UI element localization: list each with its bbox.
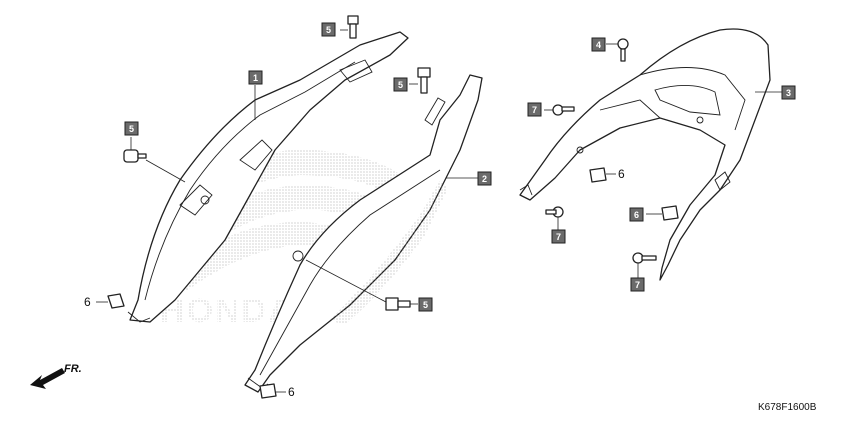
callout-7-middle: 7 xyxy=(551,229,566,244)
screw-7-top xyxy=(552,104,575,116)
callout-5-top: 5 xyxy=(321,22,336,37)
honda-logo-text: HONDA xyxy=(160,292,295,330)
callout-5-left: 5 xyxy=(124,121,139,136)
part-2-right-side-cover xyxy=(244,74,483,393)
bolt-5-lower xyxy=(385,297,411,311)
grommet-5-left xyxy=(123,149,147,163)
callout-2: 2 xyxy=(477,171,492,186)
callout-5-lower: 5 xyxy=(418,297,433,312)
callout-3: 3 xyxy=(781,85,796,100)
svg-text:5: 5 xyxy=(326,25,331,35)
front-direction-indicator: FR. xyxy=(30,363,82,389)
svg-text:7: 7 xyxy=(532,105,537,115)
callout-6-left: 6 xyxy=(84,295,91,309)
svg-text:3: 3 xyxy=(786,88,791,98)
screw-7-middle xyxy=(545,206,564,218)
front-arrow-icon xyxy=(30,368,65,389)
svg-text:1: 1 xyxy=(253,73,258,83)
callout-1: 1 xyxy=(248,70,263,85)
clip-6-left xyxy=(107,293,125,309)
front-label: FR. xyxy=(64,363,82,375)
screw-7-bottom xyxy=(632,252,657,264)
callout-6-right-lower: 6 xyxy=(629,207,644,222)
svg-text:5: 5 xyxy=(423,300,428,310)
svg-text:6: 6 xyxy=(618,167,625,181)
svg-text:5: 5 xyxy=(129,124,134,134)
svg-text:6: 6 xyxy=(84,295,91,309)
clip-6-right-lower xyxy=(661,205,679,221)
callout-6-bottom: 6 xyxy=(288,385,295,399)
part-3-rear-cowl xyxy=(519,28,771,281)
leader-lines xyxy=(96,29,782,393)
svg-text:6: 6 xyxy=(288,385,295,399)
bolt-5-top xyxy=(347,15,359,39)
bolt-5-upper-right xyxy=(417,67,431,94)
svg-text:4: 4 xyxy=(596,40,601,50)
fasteners xyxy=(107,15,679,399)
callout-7-bottom: 7 xyxy=(630,277,645,292)
part-1-left-side-cover xyxy=(127,31,409,323)
screw-4 xyxy=(617,38,629,62)
svg-text:5: 5 xyxy=(398,80,403,90)
svg-text:6: 6 xyxy=(634,210,639,220)
clip-6-bottom xyxy=(259,383,277,399)
svg-text:7: 7 xyxy=(635,280,640,290)
callout-4: 4 xyxy=(591,37,606,52)
svg-text:2: 2 xyxy=(482,174,487,184)
diagram-code: K678F1600B xyxy=(758,402,817,413)
callout-6-right-upper: 6 xyxy=(618,167,625,181)
callout-7-top: 7 xyxy=(527,102,542,117)
svg-text:7: 7 xyxy=(556,232,561,242)
clip-6-right-upper xyxy=(589,167,607,183)
callout-5-upper-right: 5 xyxy=(393,77,408,92)
